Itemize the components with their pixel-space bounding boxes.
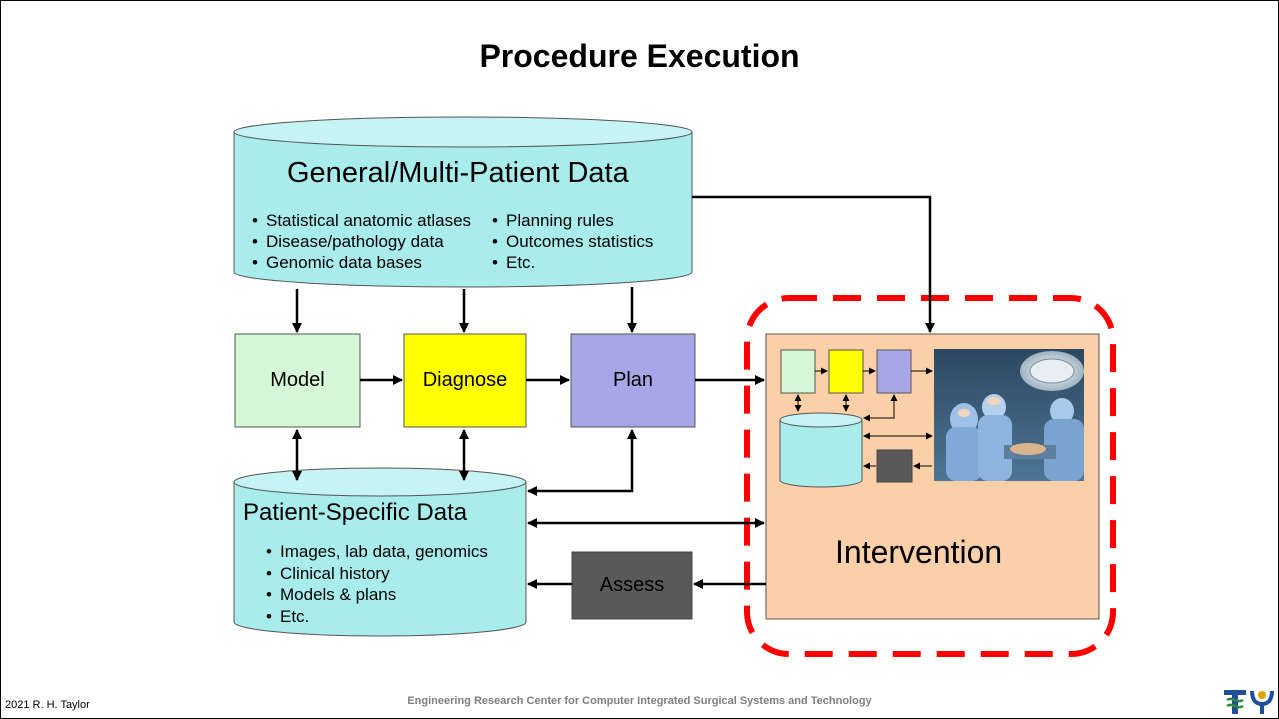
list-item: Genomic data bases bbox=[250, 252, 471, 273]
mini-assess-block bbox=[876, 449, 913, 483]
general-data-title: General/Multi-Patient Data bbox=[287, 157, 629, 189]
patient-data-title: Patient-Specific Data bbox=[243, 499, 468, 526]
general-data-list-right: Planning rules Outcomes statistics Etc. bbox=[490, 210, 653, 273]
diagnose-block bbox=[403, 333, 527, 428]
assess-label: Assess bbox=[599, 574, 665, 596]
model-block bbox=[234, 333, 361, 428]
diagnose-label: Diagnose bbox=[422, 369, 508, 391]
model-label: Model bbox=[270, 369, 325, 391]
list-item: Clinical history bbox=[264, 563, 488, 585]
mini-data-cylinder bbox=[779, 420, 863, 488]
arrows bbox=[292, 195, 935, 589]
list-item: Statistical anatomic atlases bbox=[250, 210, 471, 231]
list-item: Outcomes statistics bbox=[490, 231, 653, 252]
footer-author: 2021 R. H. Taylor bbox=[5, 699, 90, 711]
footer-organization: Engineering Research Center for Computer… bbox=[407, 695, 872, 707]
list-item: Disease/pathology data bbox=[250, 231, 471, 252]
list-item: Images, lab data, genomics bbox=[264, 541, 488, 563]
erc-logo-icon bbox=[1224, 690, 1274, 714]
mini-diagram bbox=[779, 349, 933, 488]
general-data-list-left: Statistical anatomic atlases Disease/pat… bbox=[250, 210, 471, 273]
mini-diagnose-block bbox=[828, 349, 864, 394]
intervention-label: Intervention bbox=[835, 534, 1003, 570]
list-item: Models & plans bbox=[264, 584, 488, 606]
list-item: Etc. bbox=[490, 252, 653, 273]
assess-block bbox=[571, 551, 693, 620]
arrow-plan-patient bbox=[527, 429, 637, 496]
surgery-photo bbox=[934, 349, 1084, 481]
page-title: Procedure Execution bbox=[479, 38, 800, 74]
patient-data-list: Images, lab data, genomics Clinical hist… bbox=[264, 541, 488, 627]
list-item: Planning rules bbox=[490, 210, 653, 231]
arrow-general-to-intervention bbox=[692, 195, 935, 333]
list-item: Etc. bbox=[264, 606, 488, 628]
mini-plan-block bbox=[876, 349, 912, 394]
plan-label: Plan bbox=[612, 369, 654, 391]
mini-model-block bbox=[780, 349, 816, 394]
plan-block bbox=[570, 333, 696, 428]
